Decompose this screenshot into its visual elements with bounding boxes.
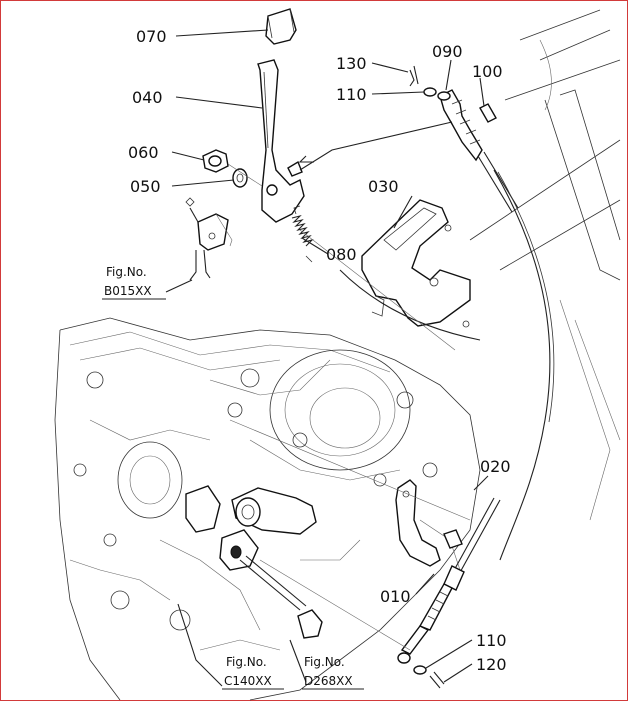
label-110-bottom: 110 (476, 631, 507, 650)
part-100-pin (479, 103, 497, 123)
governor-linkage (185, 419, 471, 651)
part-010-bracket (395, 479, 463, 567)
label-090: 090 (432, 42, 463, 61)
label-120: 120 (476, 655, 507, 674)
axis-line (227, 163, 263, 187)
label-070: 070 (136, 27, 167, 46)
part-120-pin (429, 671, 445, 689)
frame-structure (469, 9, 621, 521)
part-070-knob (265, 8, 297, 45)
part-050-washer (232, 168, 248, 188)
label-080: 080 (326, 245, 357, 264)
part-060-nut (202, 149, 229, 173)
switch-assembly (185, 197, 233, 281)
label-100: 100 (472, 62, 503, 81)
part-030-bracket (361, 199, 471, 328)
part-130-clip (409, 65, 419, 87)
fig-ref-b015-code: B015XX (104, 284, 152, 298)
fig-ref-d268[interactable]: Fig.No. D268XX (302, 655, 364, 690)
fig-ref-b015-label: Fig.No. (106, 265, 147, 279)
part-090-cable-end (437, 89, 519, 213)
fig-ref-b015[interactable]: Fig.No. B015XX (102, 265, 166, 300)
part-040-lever (257, 59, 305, 223)
leader-lines (165, 29, 489, 687)
control-cable (299, 169, 555, 561)
fig-ref-c140-code: C140XX (224, 674, 272, 688)
fig-ref-c140[interactable]: Fig.No. C140XX (222, 655, 284, 690)
engine-block (54, 317, 481, 701)
part-020-cable-end (397, 497, 501, 664)
fig-ref-d268-code: D268XX (304, 674, 353, 688)
label-050: 050 (130, 177, 161, 196)
part-110-washer-top (423, 87, 437, 97)
label-130: 130 (336, 54, 367, 73)
label-030: 030 (368, 177, 399, 196)
label-020: 020 (480, 457, 511, 476)
label-110-top: 110 (336, 85, 367, 104)
fig-ref-d268-label: Fig.No. (304, 655, 345, 669)
part-080-spring (291, 205, 314, 263)
part-110-washer-bottom (413, 665, 427, 675)
fig-ref-c140-label: Fig.No. (226, 655, 267, 669)
label-010: 010 (380, 587, 411, 606)
label-040: 040 (132, 88, 163, 107)
label-060: 060 (128, 143, 159, 162)
